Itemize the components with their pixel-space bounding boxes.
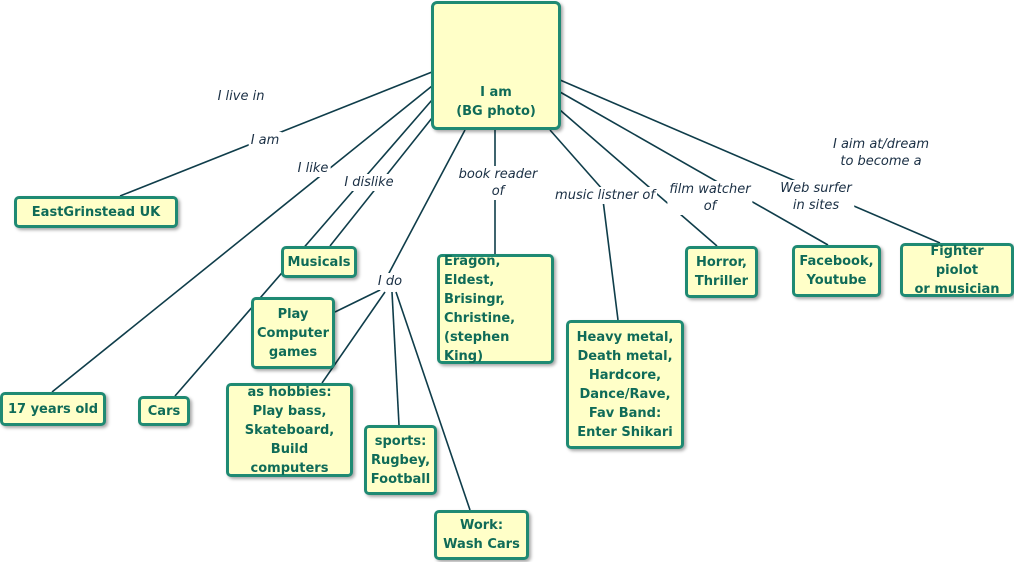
node-aim[interactable]: Fighter piolot or musician (900, 243, 1014, 297)
label-live-in: I live in (215, 88, 267, 105)
link-do-work (395, 291, 471, 511)
node-hobbies[interactable]: as hobbies: Play bass, Skateboard, Build… (226, 383, 353, 477)
center-node-i-am[interactable]: I am (BG photo) (431, 1, 561, 130)
link-web (559, 91, 829, 246)
link-do-games (334, 289, 381, 313)
node-age[interactable]: 17 years old (0, 392, 106, 426)
node-computer-games[interactable]: Play Computer games (251, 297, 335, 369)
label-i-do: I do (375, 273, 405, 290)
label-film-watcher: film watcher of (667, 181, 753, 215)
node-films[interactable]: Horror, Thriller (685, 246, 758, 298)
node-eastgrinstead[interactable]: EastGrinstead UK (14, 196, 178, 228)
node-sports[interactable]: sports: Rugbey, Football (364, 425, 437, 495)
link-film (559, 109, 718, 247)
label-aim-at: I aim at/dream to become a (830, 136, 932, 170)
label-i-dislike: I dislike (342, 174, 396, 191)
label-music-listener: music listner of (553, 187, 657, 204)
node-work[interactable]: Work: Wash Cars (434, 510, 529, 560)
node-web[interactable]: Facebook, Youtube (792, 245, 881, 297)
link-aim (559, 79, 941, 244)
label-i-am: I am (248, 132, 282, 149)
link-do-sports (391, 291, 400, 426)
link-music-down (602, 199, 619, 321)
node-music[interactable]: Heavy metal, Death metal, Hardcore, Danc… (566, 320, 684, 449)
link-music (549, 129, 604, 191)
label-web-surfer: Web surfer in sites (778, 180, 854, 214)
node-books[interactable]: Eragon, Eldest, Brisingr, Christine, (st… (437, 254, 554, 364)
node-musicals[interactable]: Musicals (281, 246, 357, 278)
node-cars[interactable]: Cars (138, 396, 190, 426)
label-i-like: I like (295, 160, 331, 177)
link-i-am (51, 85, 433, 393)
link-i-do (379, 129, 466, 291)
label-book-reader: book reader of (456, 166, 540, 200)
